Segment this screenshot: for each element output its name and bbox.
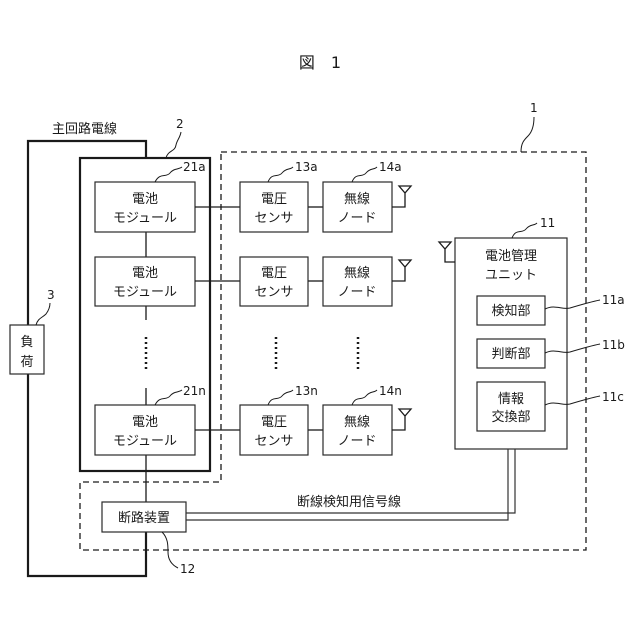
bmu-ref: 11 — [540, 216, 555, 230]
voltage-sensor-2-line2: センサ — [254, 285, 293, 300]
detector-box: 検知部 — [477, 296, 545, 325]
sensor-a-leader — [268, 167, 293, 182]
sensor-a-ref: 13a — [295, 160, 318, 174]
battery-module-2-line2: モジュール — [113, 285, 177, 300]
load-leader — [36, 303, 50, 325]
battery-module-n-line2: モジュール — [113, 434, 177, 449]
voltage-sensor-a: 電圧 センサ — [240, 182, 308, 232]
detector-label: 検知部 — [491, 303, 530, 319]
battery-module-n: 電池 モジュール — [95, 405, 195, 455]
system-leader — [521, 117, 534, 152]
wireless-node-n: 無線 ノード — [323, 405, 392, 455]
node-n-ref: 14n — [379, 384, 402, 398]
battery-module-n-line1: 電池 — [132, 415, 158, 430]
bmu-leader — [512, 223, 537, 238]
judge-ref: 11b — [602, 338, 625, 352]
module-n-leader — [155, 390, 182, 405]
voltage-sensor-a-line1: 電圧 — [261, 192, 287, 207]
module-a-leader — [155, 167, 182, 182]
antenna-icon — [439, 242, 455, 262]
voltage-sensor-n-line1: 電圧 — [261, 415, 287, 430]
node-a-ref: 14a — [379, 160, 402, 174]
breaker-ref: 12 — [180, 562, 195, 576]
info-exchange-ref: 11c — [602, 390, 624, 404]
voltage-sensor-a-line2: センサ — [254, 211, 293, 226]
main-circuit-wire-label: 主回路電線 — [52, 121, 117, 137]
bmu-line2: ユニット — [485, 268, 537, 283]
sensor-n-ref: 13n — [295, 384, 318, 398]
wireless-node-a: 無線 ノード — [323, 182, 392, 232]
bmu-line1: 電池管理 — [485, 249, 537, 264]
judge-label: 判断部 — [491, 347, 530, 362]
system-ref: 1 — [530, 101, 538, 115]
battery-module-2: 電池 モジュール — [95, 257, 195, 306]
wireless-node-n-line1: 無線 — [344, 414, 370, 430]
battery-pack-leader — [166, 132, 181, 158]
battery-module-2-line1: 電池 — [132, 266, 158, 281]
voltage-sensor-2: 電圧 センサ — [240, 257, 308, 306]
wireless-node-a-line1: 無線 — [344, 191, 370, 207]
figure-title: 図 1 — [299, 53, 341, 72]
wireless-node-n-line2: ノード — [337, 434, 376, 449]
battery-pack-ref: 2 — [176, 117, 184, 131]
breaker-box: 断路装置 — [102, 502, 186, 532]
wireless-node-2-line2: ノード — [337, 285, 376, 300]
voltage-sensor-n: 電圧 センサ — [240, 405, 308, 455]
load-box: 負 荷 — [10, 325, 44, 374]
antenna-icon — [392, 260, 411, 281]
info-exchange-box: 情報 交換部 — [477, 382, 545, 431]
battery-module-a-line1: 電池 — [132, 192, 158, 207]
wireless-node-2: 無線 ノード — [323, 257, 392, 306]
signal-line-label: 断線検知用信号線 — [297, 494, 401, 510]
module-n-ref: 21n — [183, 384, 206, 398]
antenna-icon — [392, 186, 411, 207]
voltage-sensor-2-line1: 電圧 — [261, 266, 287, 281]
battery-module-a: 電池 モジュール — [95, 182, 195, 232]
module-a-ref: 21a — [183, 160, 206, 174]
info-exchange-line1: 情報 — [498, 392, 524, 407]
load-ref: 3 — [47, 288, 55, 302]
breaker-label: 断路装置 — [118, 510, 170, 526]
info-exchange-line2: 交換部 — [491, 409, 530, 425]
wireless-node-a-line2: ノード — [337, 211, 376, 226]
node-n-leader — [352, 390, 377, 405]
load-line1: 負 — [20, 335, 33, 350]
antenna-icon — [392, 409, 411, 430]
judge-box: 判断部 — [477, 339, 545, 368]
voltage-sensor-n-line2: センサ — [254, 434, 293, 449]
battery-module-a-line2: モジュール — [113, 211, 177, 226]
sensor-n-leader — [268, 390, 293, 405]
node-a-leader — [352, 167, 377, 182]
wireless-node-2-line1: 無線 — [344, 265, 370, 281]
load-line2: 荷 — [20, 355, 33, 370]
detector-ref: 11a — [602, 293, 625, 307]
